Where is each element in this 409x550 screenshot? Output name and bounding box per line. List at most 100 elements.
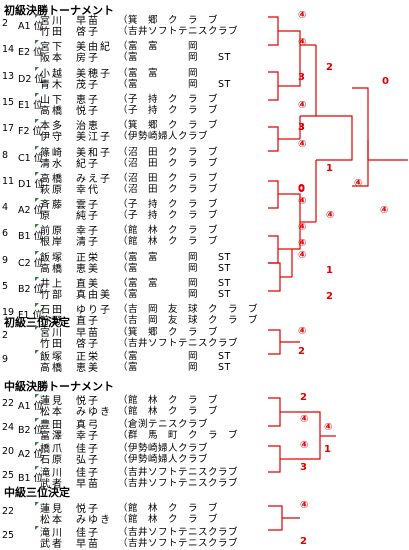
score: ④	[298, 238, 307, 249]
club-name: （伊勢崎婦人クラブ	[118, 443, 209, 454]
entry-marker-icon	[35, 171, 39, 176]
entry-marker-icon	[35, 119, 39, 124]
entry-marker-icon	[35, 466, 39, 470]
seed-rank: C2 位	[18, 257, 44, 269]
club-name: （箕 郷 ク ラ ブ	[118, 120, 219, 132]
seed-rank: F1 位	[18, 310, 43, 322]
seed-rank: D2 位	[18, 73, 44, 85]
seed-number: 17	[2, 123, 15, 135]
entry-marker-icon	[35, 145, 39, 150]
seed-number: 4	[2, 202, 9, 214]
score: ④	[298, 250, 307, 261]
player-name: 根岸 清子	[40, 237, 100, 249]
player-name: 宮川 早苗	[40, 16, 100, 27]
club-name: （伊勢崎婦人クラブ	[118, 454, 209, 465]
club-name: （富 富 岡	[118, 67, 199, 79]
score: 2	[300, 536, 307, 547]
club-name: （富 岡 ST	[118, 78, 231, 90]
seed-rank: B2 位	[18, 284, 44, 295]
player-name: 宮下 美由紀	[40, 42, 112, 54]
seed-rank: A2 位	[18, 449, 44, 460]
score: ④	[298, 222, 307, 233]
club-name: （富 岡 ST	[118, 52, 231, 64]
seed-number: 11	[2, 175, 15, 187]
club-name: （館 林 ク ラ ブ	[118, 395, 219, 406]
seed-rank: A1 位	[18, 401, 44, 412]
player-name: 武者 早苗	[40, 479, 100, 490]
seed-rank: D1 位	[18, 178, 44, 190]
score: 1	[324, 444, 331, 455]
score: ④	[300, 414, 309, 425]
player-name: 松本 みゆき	[40, 407, 112, 418]
club-name: （吉井ソフトテニスクラブ	[118, 527, 239, 538]
club-name: （富 岡 ST	[118, 262, 231, 274]
club-name: （館 林 ク ラ ブ	[118, 225, 219, 237]
club-name: （吉 岡 友 球 ク ラ ブ	[118, 304, 259, 316]
score: ④	[298, 100, 307, 111]
player-name: 高橋 恵美	[40, 263, 100, 275]
club-name: （沼 田 ク ラ ブ	[118, 172, 219, 184]
player-name: 小越 美穂子	[40, 68, 112, 80]
score: ④	[326, 210, 335, 221]
beginner-final-title: 初級決勝トーナメント	[4, 4, 114, 17]
score: ④	[300, 500, 309, 511]
player-name: 原 純子	[40, 211, 100, 223]
seed-number: 6	[2, 228, 9, 240]
entry-marker-icon	[35, 350, 39, 354]
seed-rank: A1 位	[18, 21, 44, 32]
player-name: 萩原 幸代	[40, 184, 100, 196]
score: ④	[324, 422, 333, 433]
score: ④	[298, 196, 307, 207]
club-name: （富 富 岡 ST	[118, 278, 231, 289]
entry-marker-icon	[35, 418, 39, 422]
player-name: 高橋 恵美	[40, 363, 100, 374]
club-name: （伊勢崎婦人クラブ	[118, 131, 209, 143]
seed-rank: B1 位	[18, 473, 44, 484]
score: 1	[326, 163, 333, 174]
entry-marker-icon	[35, 40, 39, 45]
entry-marker-icon	[35, 303, 39, 308]
player-name: 井上 直美	[40, 279, 100, 290]
club-name: （沼 田 ク ラ ブ	[118, 146, 219, 158]
seed-number: 19	[2, 307, 15, 319]
score: ④	[298, 326, 307, 337]
player-name: 本多 治恵	[40, 121, 100, 133]
entry-marker-icon	[35, 442, 39, 446]
player-name: 石原 弘子	[40, 455, 100, 466]
entry-marker-icon	[35, 326, 39, 330]
score: 2	[326, 291, 333, 302]
club-name: （吉井ソフトテニスクラブ	[118, 338, 239, 349]
club-name: （倉渕テニスクラブ	[118, 419, 209, 430]
club-name: （富 岡 ST	[118, 289, 231, 300]
club-name: （吉井ソフトテニスクラブ	[118, 26, 239, 37]
club-name: （箕 郷 ク ラ ブ	[118, 327, 219, 338]
score: 2	[298, 346, 305, 357]
player-name: 篠崎 美和子	[40, 147, 112, 159]
seed-rank: F2 位	[18, 126, 43, 138]
score: 3	[298, 122, 305, 133]
seed-rank: B1 位	[18, 231, 44, 243]
entry-marker-icon	[35, 502, 39, 506]
seed-number: 9	[2, 354, 9, 365]
club-name: （沼 田 ク ラ ブ	[118, 157, 219, 169]
score: ④	[380, 205, 389, 216]
entry-marker-icon	[35, 394, 39, 398]
player-name: 清水 紀子	[40, 158, 100, 170]
seed-number: 9	[2, 254, 9, 266]
player-name: 伊守 美江子	[40, 132, 112, 144]
score: 3	[300, 462, 307, 473]
club-name: （富 富 岡 ST	[118, 251, 231, 263]
seed-number: 2	[2, 330, 9, 341]
seed-number: 5	[2, 281, 9, 292]
score: 2	[300, 392, 307, 403]
seed-rank: C1 位	[18, 152, 44, 164]
player-name: 滝川 佳子	[40, 528, 100, 539]
player-name: 竹田 啓子	[40, 27, 100, 38]
club-name: （子 持 ク ラ ブ	[118, 199, 219, 211]
seed-number: 25	[2, 470, 15, 481]
player-name: 蓮見 悦子	[40, 504, 100, 515]
player-name: 豊田 真弓	[40, 420, 100, 431]
seed-number: 20	[2, 446, 15, 457]
club-name: （富 岡 ST	[118, 362, 231, 373]
